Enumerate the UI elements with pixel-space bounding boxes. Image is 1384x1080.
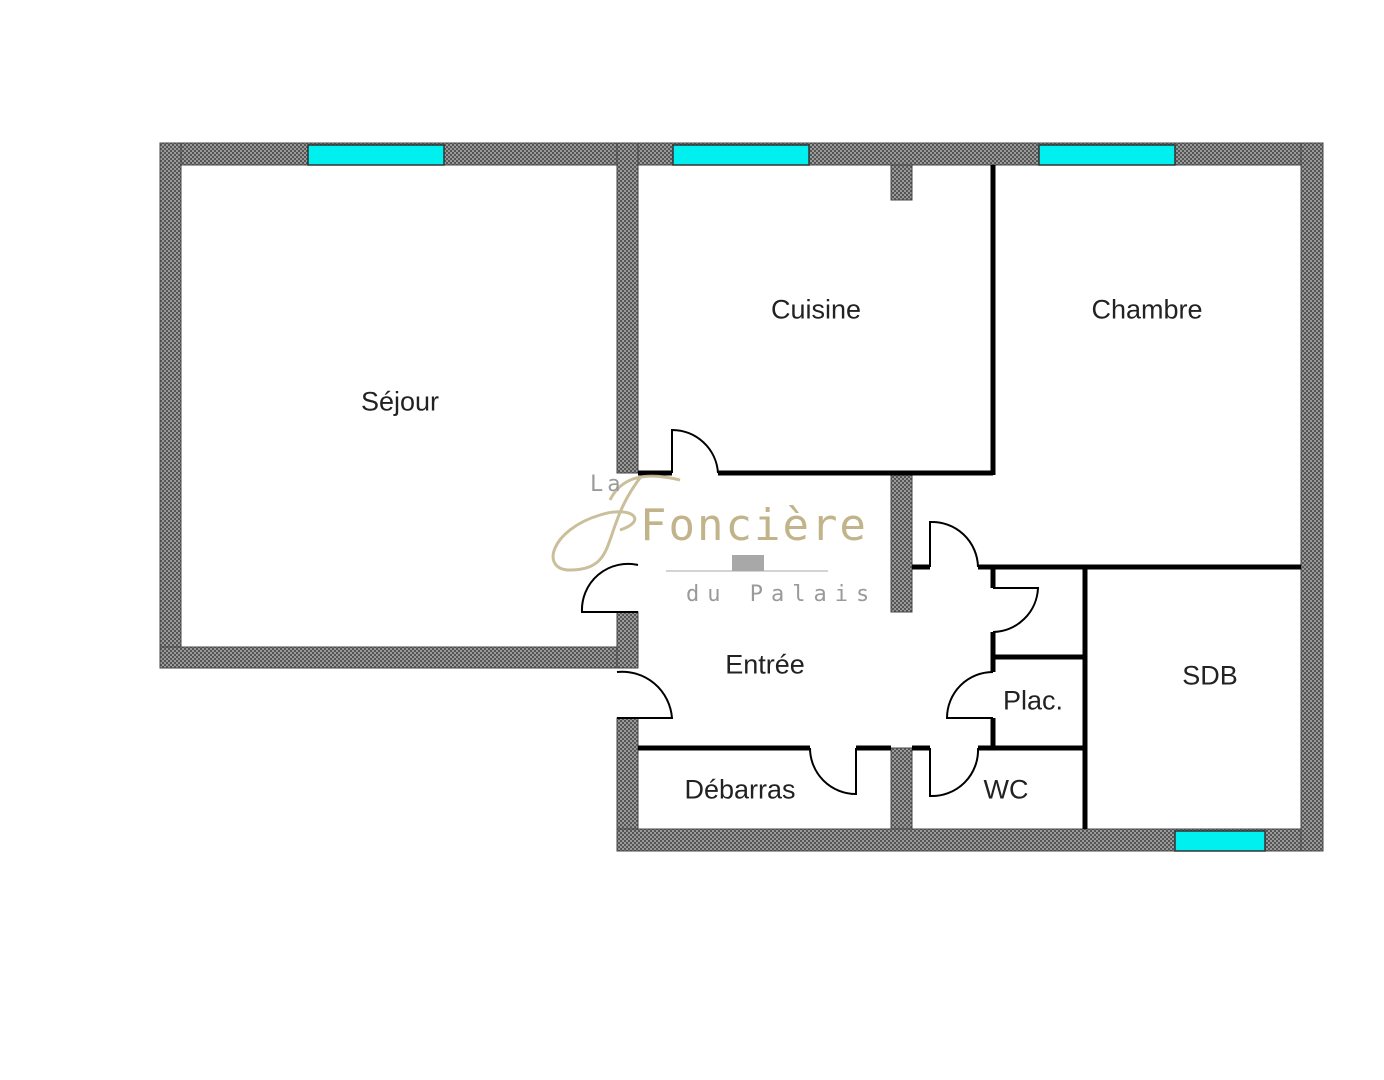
windows xyxy=(307,144,1266,852)
room-label-wc: WC xyxy=(983,774,1029,805)
door-front xyxy=(616,670,674,719)
room-label-placard: Plac. xyxy=(1002,685,1064,716)
door-wc xyxy=(929,747,980,798)
window-sdb xyxy=(1174,830,1266,852)
door-debarras xyxy=(809,747,857,796)
room-label-sdb: SDB xyxy=(1182,660,1238,691)
window-cuisine xyxy=(672,144,810,166)
room-label-chambre: Chambre xyxy=(1091,294,1203,325)
room-label-sejour: Séjour xyxy=(360,386,440,417)
door-swings xyxy=(580,428,1040,798)
door-sdb xyxy=(992,587,1040,633)
logo-suffix: du Palais xyxy=(686,582,878,607)
door-cuisine xyxy=(671,428,719,474)
room-label-entree: Entrée xyxy=(725,649,805,680)
logo-name: Foncière xyxy=(640,500,868,551)
exterior-walls xyxy=(159,142,1324,852)
door-sejour xyxy=(580,562,639,613)
logo-prefix: La xyxy=(590,472,625,497)
window-chambre xyxy=(1038,144,1176,166)
logo-watermark xyxy=(551,474,828,572)
interior-partitions xyxy=(638,165,1301,829)
door-placard xyxy=(945,671,994,719)
window-sejour xyxy=(307,144,445,166)
room-label-cuisine: Cuisine xyxy=(770,294,862,325)
room-label-debarras: Débarras xyxy=(684,774,796,805)
door-chambre xyxy=(929,520,979,568)
